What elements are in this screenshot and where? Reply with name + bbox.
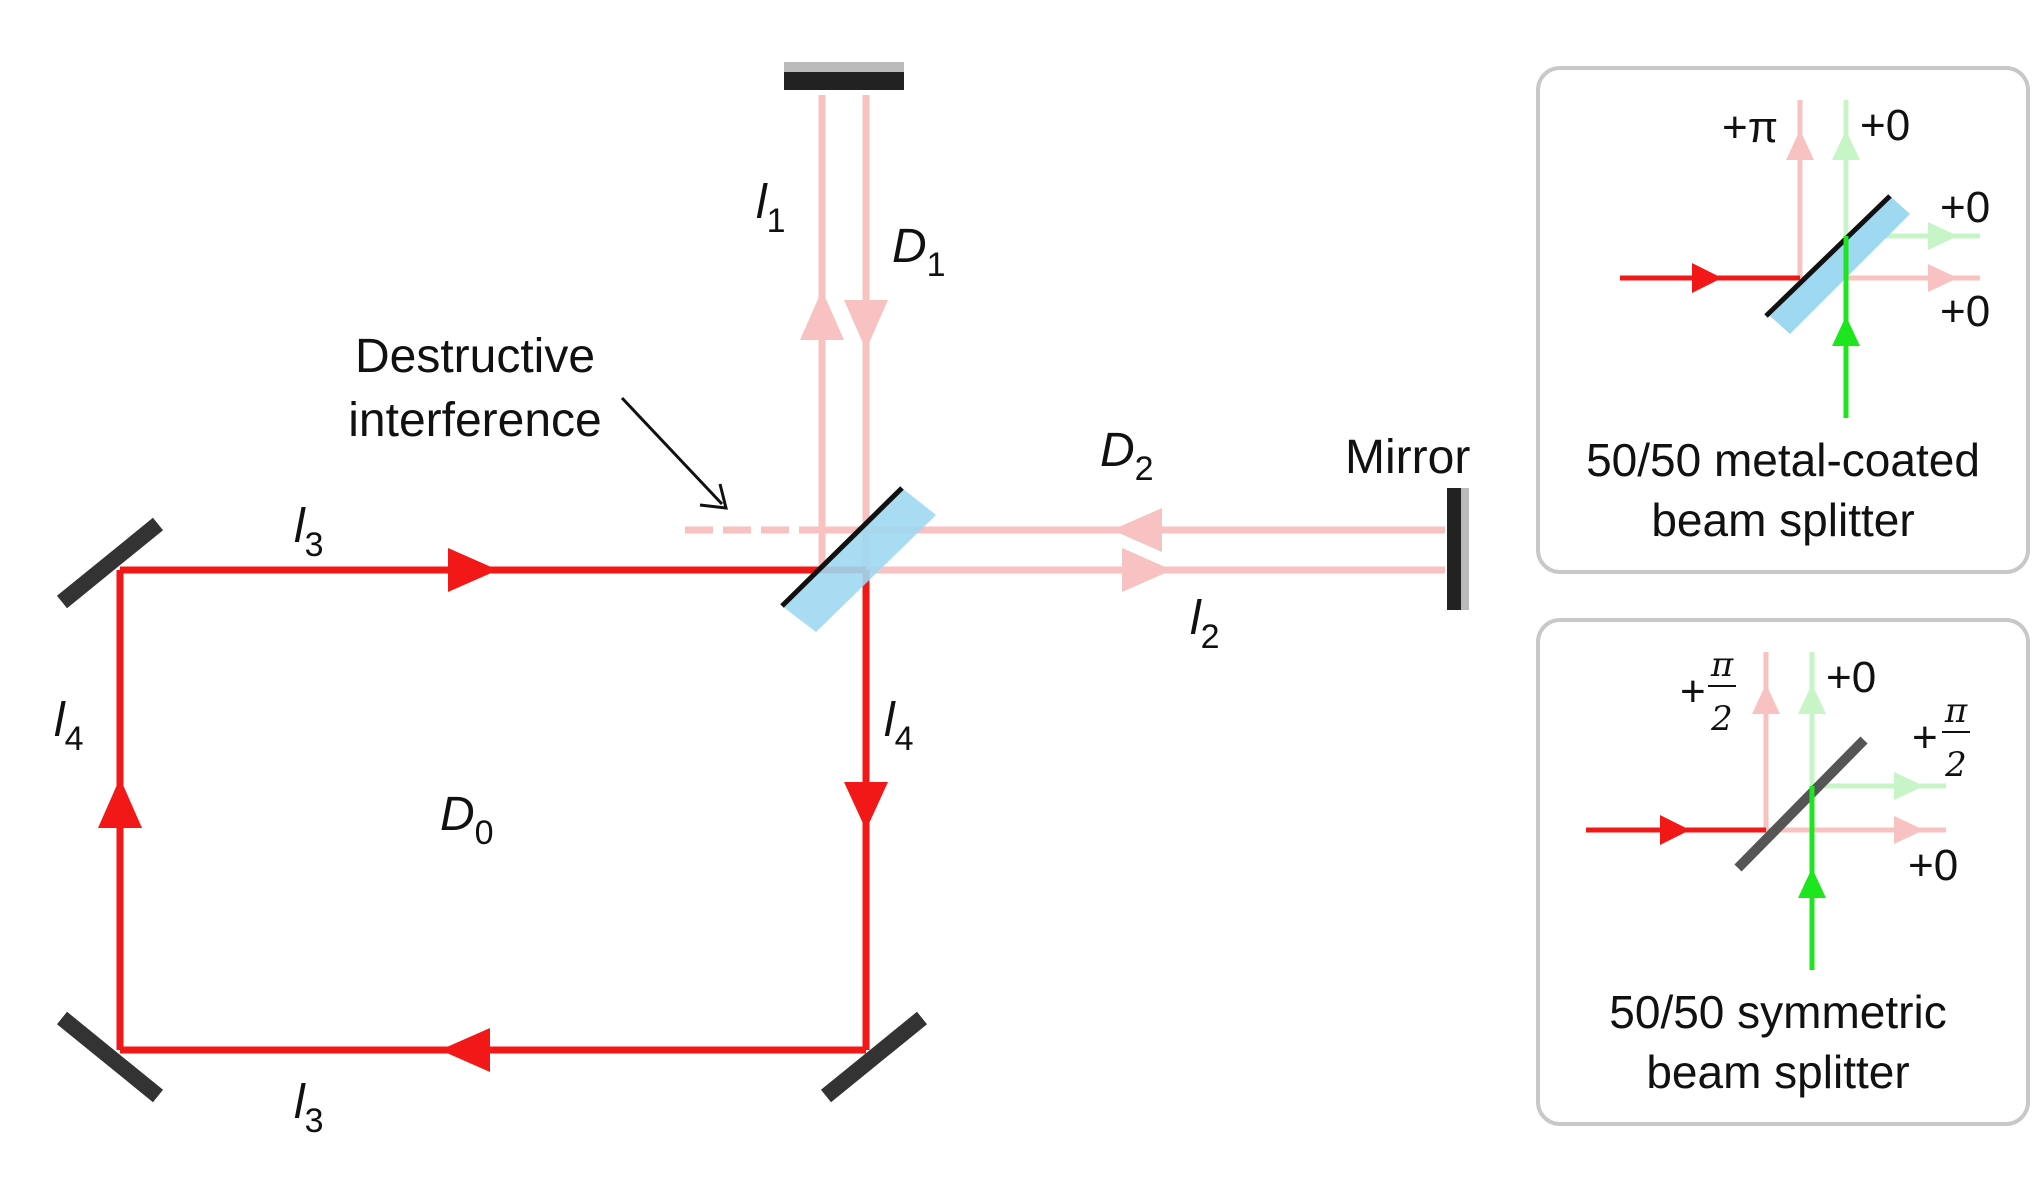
inset1-splitter-coating: [1764, 194, 1892, 318]
label-l4-left: l4: [54, 694, 84, 758]
inset2-arrow-green: [1798, 868, 1826, 898]
inset1-phase-top-left: +π: [1722, 103, 1778, 152]
label-l4-left-sub: 4: [65, 720, 84, 758]
inset2-phase-top-left-plus: +: [1680, 667, 1706, 716]
inset2-arrow-green-right: [1894, 772, 1924, 800]
arrow-l4-right: [844, 782, 888, 830]
inset2-caption-1: 50/50 symmetric: [1609, 986, 1946, 1038]
inset1-caption-2: beam splitter: [1651, 494, 1914, 546]
inset2-arrow-pink-up: [1752, 684, 1780, 714]
top-mirror-shade: [784, 62, 904, 72]
arrow-d2-left: [1112, 508, 1162, 552]
label-d2-main: D: [1100, 424, 1135, 477]
destructive-label-2: interference: [348, 394, 601, 447]
inset2-arrow-pink-right: [1894, 816, 1924, 844]
top-mirror: [784, 72, 904, 90]
destructive-label-1: Destructive: [355, 330, 595, 383]
arrow-l1-up: [800, 290, 844, 340]
right-mirror-shade: [1461, 488, 1469, 610]
inset2-arrow-red: [1660, 815, 1690, 845]
label-l3-top: l3: [294, 500, 324, 564]
label-l3-bottom-sub: 3: [305, 1102, 324, 1140]
inset-symmetric-panel: [1536, 618, 2030, 1126]
inset2-phase-top-left-den: 2: [1710, 699, 1733, 739]
label-l4-right: l4: [884, 694, 914, 758]
inset2-phase-right-lower: +0: [1908, 841, 1958, 890]
arrow-l2-right: [1122, 548, 1172, 592]
label-l1-sub: 1: [767, 202, 786, 240]
inset1-phase-right-upper: +0: [1940, 183, 1990, 232]
label-d1: D1: [892, 220, 946, 284]
inset2-phase-right-den: 2: [1944, 745, 1967, 785]
inset1-arrow-red: [1692, 263, 1722, 293]
label-l1-main: l: [756, 176, 768, 229]
inset2-phase-right-plus: +: [1912, 713, 1938, 762]
right-mirror: [1447, 488, 1461, 610]
inset1-arrow-pink-up: [1786, 130, 1814, 160]
mirrors: [56, 62, 1469, 1103]
label-l2-sub: 2: [1201, 618, 1220, 656]
inset1-arrow-pink-right: [1928, 264, 1958, 292]
inset1-splitter-glass: [1770, 196, 1910, 334]
label-d0-sub: 0: [475, 814, 494, 852]
label-d0: D0: [440, 788, 494, 852]
inset2-phase-top-right: +0: [1826, 653, 1876, 702]
inset2-splitter: [1734, 736, 1868, 872]
mirror-bottom-left: [56, 1011, 164, 1103]
inset1-arrow-green-up: [1832, 130, 1860, 160]
pointer-line: [620, 396, 724, 506]
label-l2: l2: [1190, 592, 1220, 656]
inset1-phase-right-lower: +0: [1940, 287, 1990, 336]
label-l4-right-sub: 4: [895, 720, 914, 758]
inset-symmetric: + π 2 +0 + π 2 +0 50/50 symmetric beam s…: [1536, 618, 2030, 1126]
destructive-pointer: [620, 396, 728, 510]
label-d2-sub: 2: [1135, 450, 1154, 488]
faint-beams: [685, 95, 1445, 592]
mirror-top-left: [56, 517, 164, 609]
label-l4-right-main: l: [884, 694, 896, 747]
arrow-l3-top: [448, 548, 498, 592]
main-beam-loop: [98, 548, 888, 1072]
label-d0-main: D: [440, 788, 475, 841]
label-l3-top-main: l: [294, 500, 306, 553]
inset2-phase-top-left-num: π: [1710, 645, 1734, 685]
mirror-bottom-right: [820, 1011, 928, 1103]
label-l4-left-main: l: [54, 694, 66, 747]
label-l3-bottom: l3: [294, 1076, 324, 1140]
splitter-coating: [780, 486, 904, 608]
arrow-l3-bottom: [440, 1028, 490, 1072]
inset2-caption-2: beam splitter: [1646, 1046, 1909, 1098]
inset1-phase-top-right: +0: [1860, 101, 1910, 150]
inset-metal-coated: +π +0 +0 +0 50/50 metal-coated beam spli…: [1536, 66, 2030, 574]
mirror-label: Mirror: [1345, 431, 1470, 484]
inset1-caption-1: 50/50 metal-coated: [1586, 434, 1980, 486]
arrow-d1-down: [844, 300, 888, 350]
splitter-glass: [782, 488, 936, 632]
inset1-arrow-green-right: [1928, 222, 1958, 250]
label-d2: D2: [1100, 424, 1154, 488]
arrow-l4-left: [98, 778, 142, 828]
label-d1-sub: 1: [927, 246, 946, 284]
inset1-arrow-green: [1832, 316, 1860, 346]
beam-splitter: [780, 486, 936, 632]
pointer-head: [699, 483, 728, 510]
label-l1: l1: [756, 176, 786, 240]
inset2-arrow-green-up: [1798, 684, 1826, 714]
label-l2-main: l: [1190, 592, 1202, 645]
label-d1-main: D: [892, 220, 927, 273]
label-l3-top-sub: 3: [305, 526, 324, 564]
label-l3-bottom-main: l: [294, 1076, 306, 1129]
main-labels: Destructive interference Mirror l1 D1 D2…: [54, 176, 1470, 1140]
inset2-phase-right-num: π: [1944, 691, 1968, 731]
